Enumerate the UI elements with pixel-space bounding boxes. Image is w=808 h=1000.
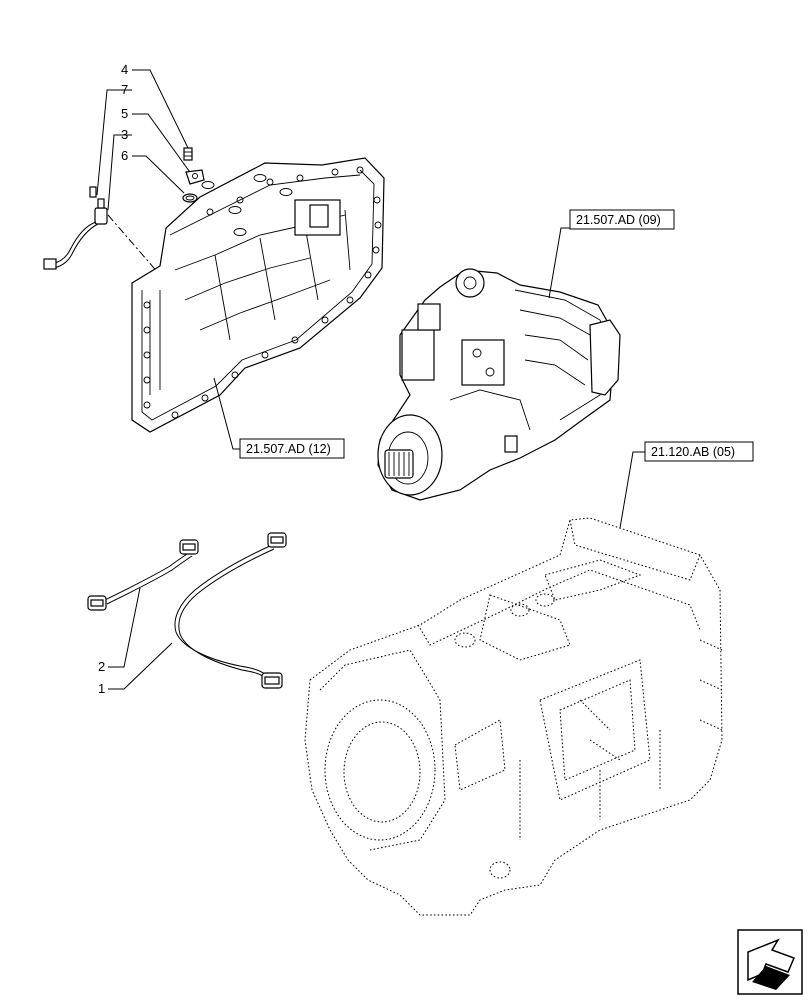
callout-1[interactable]: 1 xyxy=(98,681,105,696)
harness-part-1[interactable] xyxy=(174,532,287,689)
rear-housing-assembly[interactable] xyxy=(131,157,385,433)
harness-part-2[interactable] xyxy=(87,539,199,611)
bracket-part-5[interactable] xyxy=(185,169,205,185)
ref-label-pump: 21.507.AD (09) xyxy=(576,213,661,227)
callout-2[interactable]: 2 xyxy=(98,659,105,674)
ref-box-housing[interactable]: 21.507.AD (12) xyxy=(239,438,345,459)
leader-ref-pump xyxy=(548,227,570,299)
callout-4[interactable]: 4 xyxy=(121,62,128,77)
ref-box-transmission[interactable]: 21.120.AB (05) xyxy=(644,441,754,462)
sensor-part-3[interactable] xyxy=(43,186,108,270)
leader-lines xyxy=(96,69,193,690)
bolt-part-4[interactable] xyxy=(183,147,193,161)
hydraulic-pump-assembly[interactable] xyxy=(377,268,621,501)
callout-6[interactable]: 6 xyxy=(121,148,128,163)
ref-box-pump[interactable]: 21.507.AD (09) xyxy=(569,209,675,230)
transmission-housing-ghost[interactable] xyxy=(304,517,723,916)
leader-ref-housing xyxy=(213,377,240,450)
leader-ref-transmission xyxy=(619,451,645,529)
ref-label-transmission: 21.120.AB (05) xyxy=(651,445,735,459)
callout-5[interactable]: 5 xyxy=(121,106,128,121)
next-page-arrow-icon[interactable] xyxy=(737,929,803,995)
o-ring-part-6[interactable] xyxy=(182,193,198,203)
ref-label-housing: 21.507.AD (12) xyxy=(246,442,331,456)
